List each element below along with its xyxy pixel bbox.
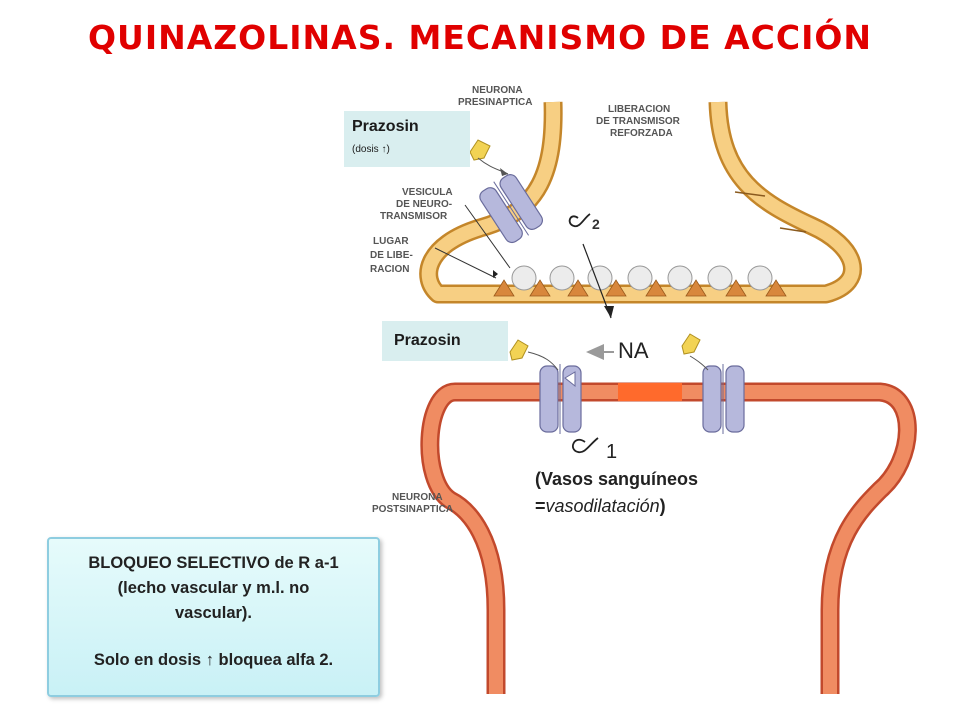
vasos-line-2: =vasodilatación) bbox=[535, 493, 775, 520]
prazosin-top-dose-note: (dosis ↑) bbox=[352, 144, 390, 155]
vasos-close-paren: ) bbox=[659, 496, 666, 516]
vesicles bbox=[511, 265, 773, 291]
postsynaptic-neuron bbox=[420, 382, 917, 694]
selective-blockade-box: BLOQUEO SELECTIVO de R a-1 (lecho vascul… bbox=[47, 537, 380, 697]
label-na: NA bbox=[618, 338, 649, 363]
label-lugar-3: RACION bbox=[370, 264, 409, 275]
prazosin-bottom-name: Prazosin bbox=[394, 332, 461, 349]
vasos-line-1: (Vasos sanguíneos bbox=[535, 469, 699, 489]
infobox-line-4: Solo en dosis ↑ bloquea alfa 2. bbox=[93, 651, 334, 669]
prazosin-molecule-bottom bbox=[509, 339, 529, 361]
label-alpha2-number: 2 bbox=[592, 216, 600, 232]
vasos-italic: vasodilatación bbox=[545, 496, 660, 516]
noradrenaline-molecule bbox=[681, 333, 701, 355]
label-alpha1-number: 1 bbox=[606, 441, 617, 463]
label-liberacion-2: DE TRANSMISOR bbox=[596, 116, 681, 127]
alpha2-receptor bbox=[479, 174, 544, 244]
label-vesicula-3: TRANSMISOR bbox=[380, 211, 448, 222]
label-liberacion-1: LIBERACION bbox=[608, 104, 670, 115]
alpha2-symbol-icon bbox=[568, 213, 591, 228]
vasos-equals: = bbox=[535, 496, 546, 516]
label-vesicula-1: VESICULA bbox=[402, 187, 453, 198]
label-lugar-1: LUGAR bbox=[373, 236, 409, 247]
alpha1-receptor-right bbox=[702, 364, 745, 434]
prazosin-label-top: Prazosin (dosis ↑) bbox=[344, 111, 470, 167]
vasodilatation-caption: (Vasos sanguíneos =vasodilatación) bbox=[535, 466, 775, 520]
label-liberacion-3: REFORZADA bbox=[610, 128, 673, 139]
release-sites bbox=[493, 279, 787, 297]
slide-title: Quinazolinas. Mecanismo de acción bbox=[87, 18, 873, 57]
label-vesicula-2: DE NEURO- bbox=[396, 199, 452, 210]
label-postsinaptica: POSTSINAPTICA bbox=[372, 504, 453, 515]
prazosin-label-bottom: Prazosin bbox=[382, 321, 508, 361]
pointer-dot bbox=[493, 270, 498, 278]
alpha1-receptor-left bbox=[539, 364, 582, 434]
infobox-line-2: (lecho vascular y m.l. no bbox=[117, 579, 310, 597]
infobox-line-3: vascular). bbox=[174, 604, 253, 622]
alpha1-symbol-icon bbox=[572, 437, 599, 454]
label-neurona-post: NEURONA bbox=[392, 492, 443, 503]
prazosin-molecule-top bbox=[469, 139, 491, 161]
infobox-line-1: BLOQUEO SELECTIVO de R a-1 bbox=[88, 554, 339, 572]
label-lugar-2: DE LIBE- bbox=[370, 250, 413, 261]
label-presinaptica: PRESINAPTICA bbox=[458, 97, 532, 108]
label-neurona-pre: NEURONA bbox=[472, 85, 523, 96]
na-arrowhead-icon bbox=[586, 344, 604, 360]
prazosin-top-name: Prazosin bbox=[352, 118, 419, 135]
